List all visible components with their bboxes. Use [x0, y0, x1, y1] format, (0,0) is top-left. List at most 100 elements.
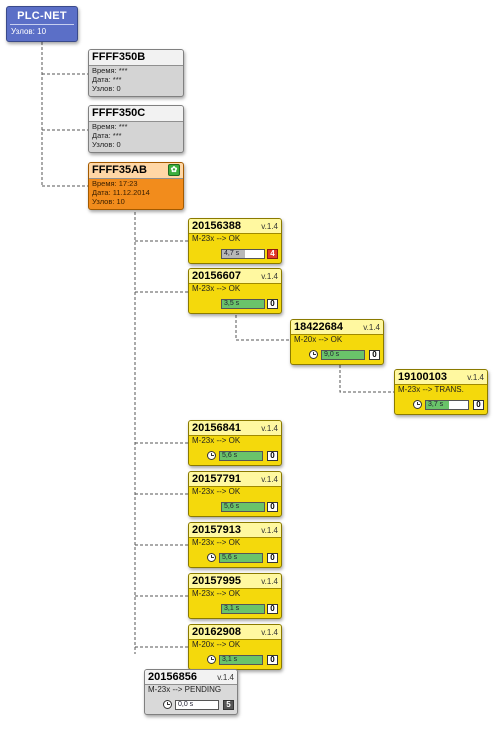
divider	[189, 233, 281, 234]
retry-count-badge: 0	[473, 400, 484, 410]
device-id: 20162908	[192, 626, 241, 638]
elapsed-time: 3,7 s	[428, 401, 444, 408]
progress-fill	[222, 300, 264, 308]
gateway-time: Время: ***	[92, 66, 128, 75]
progress-bar: 5,6 s	[221, 502, 265, 512]
device-status: M-23x --> OK	[192, 436, 241, 445]
progress-bar: 3,1 s	[221, 604, 265, 614]
progress-bar: 5,6 s	[219, 451, 263, 461]
device-id: 20157913	[192, 524, 241, 536]
progress-fill	[222, 250, 246, 258]
gateway-date: Дата: ***	[92, 131, 122, 140]
device-status: M-20x --> OK	[294, 335, 343, 344]
gateway-node-active[interactable]: FFFF35AB ✿ Время: 17:23 Дата: 11.12.2014…	[88, 162, 184, 210]
progress-bar: 5,6 s	[219, 553, 263, 563]
stopwatch-icon	[207, 451, 216, 460]
device-version: v.1.4	[261, 577, 278, 586]
elapsed-time: 4,7 s	[224, 250, 240, 257]
device-id: 20156607	[192, 270, 241, 282]
elapsed-time: 3,1 s	[222, 656, 238, 663]
device-version: v.1.4	[261, 222, 278, 231]
divider	[89, 178, 183, 179]
device-version: v.1.4	[261, 272, 278, 281]
gateway-node[interactable]: FFFF350C Время: *** Дата: *** Узлов: 0	[88, 105, 184, 153]
device-version: v.1.4	[467, 373, 484, 382]
device-id: 20156856	[148, 671, 197, 683]
gateway-date: Дата: 11.12.2014	[92, 188, 150, 197]
gateway-id: FFFF35AB	[92, 164, 147, 176]
progress-fill	[322, 351, 364, 359]
progress-fill	[220, 452, 262, 460]
divider	[189, 588, 281, 589]
divider	[189, 283, 281, 284]
gateway-nodes: Узлов: 0	[92, 84, 121, 93]
device-version: v.1.4	[261, 526, 278, 535]
progress-bar: 9,0 s	[321, 350, 365, 360]
divider	[189, 486, 281, 487]
stopwatch-icon	[207, 553, 216, 562]
stopwatch-icon	[207, 655, 216, 664]
retry-count-badge: 0	[369, 350, 380, 360]
divider	[145, 684, 237, 685]
device-status: M-20x --> OK	[192, 640, 241, 649]
divider	[189, 639, 281, 640]
elapsed-time: 5,6 s	[224, 503, 240, 510]
retry-count-badge: 0	[267, 553, 278, 563]
progress-fill	[222, 503, 264, 511]
device-version: v.1.4	[261, 424, 278, 433]
device-status: M-23x --> OK	[192, 538, 241, 547]
device-version: v.1.4	[261, 628, 278, 637]
gateway-node[interactable]: FFFF350B Время: *** Дата: *** Узлов: 0	[88, 49, 184, 97]
divider	[10, 24, 74, 25]
progress-fill	[426, 401, 450, 409]
progress-bar: 3,7 s	[425, 400, 469, 410]
progress-bar: 0,0 s	[175, 700, 219, 710]
device-version: v.1.4	[217, 673, 234, 682]
divider	[395, 384, 487, 385]
device-id: 20156841	[192, 422, 241, 434]
progress-fill	[220, 656, 262, 664]
gateway-id: FFFF350C	[89, 106, 183, 121]
elapsed-time: 0,0 s	[178, 701, 194, 708]
stopwatch-icon	[309, 350, 318, 359]
root-node-plc-net[interactable]: PLC-NET Узлов: 10	[6, 6, 78, 42]
retry-count-badge: 4	[267, 249, 278, 259]
retry-count-badge: 0	[267, 502, 278, 512]
gateway-id: FFFF350B	[89, 50, 183, 65]
retry-count-badge: 5	[223, 700, 234, 710]
device-id: 20157791	[192, 473, 241, 485]
root-title: PLC-NET	[17, 10, 67, 22]
gateway-time: Время: 17:23	[92, 179, 138, 188]
progress-bar: 3,1 s	[219, 655, 263, 665]
divider	[89, 65, 183, 66]
progress-bar: 4,7 s	[221, 249, 265, 259]
stopwatch-icon	[413, 400, 422, 409]
gateway-time: Время: ***	[92, 122, 128, 131]
retry-count-badge: 0	[267, 451, 278, 461]
divider	[189, 537, 281, 538]
device-status: M-23x --> PENDING	[148, 685, 222, 694]
root-subtitle: Узлов: 10	[11, 27, 47, 36]
elapsed-time: 9,0 s	[324, 351, 340, 358]
device-id: 20156388	[192, 220, 241, 232]
elapsed-time: 5,6 s	[222, 554, 238, 561]
retry-count-badge: 0	[267, 299, 278, 309]
device-status: M-23x --> OK	[192, 234, 241, 243]
device-version: v.1.4	[261, 475, 278, 484]
retry-count-badge: 0	[267, 655, 278, 665]
divider	[89, 121, 183, 122]
device-id: 18422684	[294, 321, 343, 333]
elapsed-time: 5,6 s	[222, 452, 238, 459]
leaf-icon: ✿	[168, 164, 180, 176]
